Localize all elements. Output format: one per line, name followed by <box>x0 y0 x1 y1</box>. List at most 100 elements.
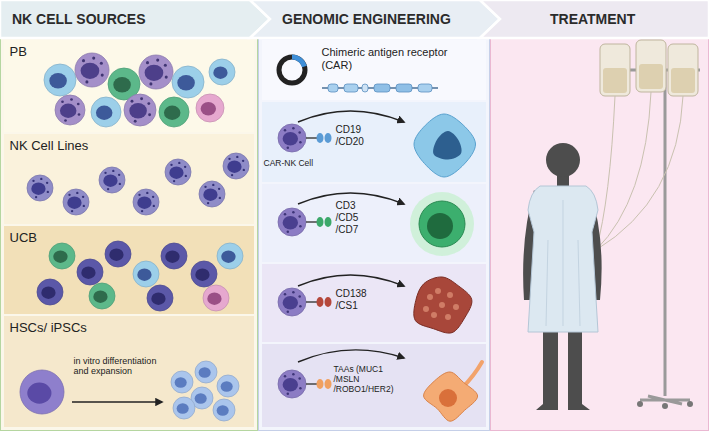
car-domain <box>328 84 338 92</box>
car-stalk <box>306 301 318 303</box>
cell-nucleus <box>53 250 67 262</box>
cell-body <box>195 361 217 383</box>
car-domain <box>325 297 332 307</box>
granule <box>236 156 238 158</box>
granule <box>134 120 137 123</box>
granule <box>101 74 104 77</box>
cell-body <box>223 153 249 179</box>
cell <box>44 64 76 96</box>
car-domain <box>325 133 332 143</box>
granule <box>147 102 150 105</box>
cell-body <box>278 208 306 236</box>
cell-nucleus <box>195 393 207 404</box>
granule <box>146 192 148 194</box>
cell <box>27 175 53 201</box>
granule <box>284 375 287 378</box>
tumor-target <box>424 372 478 421</box>
granule <box>77 103 80 106</box>
car-domain <box>325 217 332 227</box>
node-label: TAAs (MUC1 /MSLN /ROBO1/HER2) <box>334 364 404 395</box>
cell-nucleus <box>283 378 298 391</box>
granule <box>112 170 114 172</box>
granule <box>298 377 301 380</box>
cell <box>37 279 63 305</box>
granule <box>212 184 214 186</box>
cell <box>213 399 235 421</box>
granule <box>32 180 34 182</box>
cell-nucleus <box>81 63 100 79</box>
cell <box>217 243 243 269</box>
cell <box>217 375 239 397</box>
car-icon <box>279 55 438 93</box>
row-cd138 <box>278 275 472 333</box>
cell <box>89 283 115 309</box>
cell <box>55 95 85 125</box>
cell <box>196 94 224 122</box>
cell <box>147 285 173 311</box>
iv-base <box>640 396 690 404</box>
granule <box>85 80 88 83</box>
cell <box>278 124 306 152</box>
patient-legs <box>536 328 590 410</box>
granule <box>299 225 302 228</box>
node-label: CAR-NK Cell <box>264 158 324 168</box>
myeloma-texture <box>427 294 433 300</box>
infusion-bag-fluid <box>639 64 663 89</box>
cell <box>173 397 195 419</box>
patient-illustration <box>523 40 700 410</box>
cell-body <box>139 55 173 89</box>
cell <box>203 285 229 311</box>
granule <box>64 119 67 122</box>
cell <box>199 181 225 207</box>
cell <box>159 97 189 127</box>
car-domain <box>317 133 324 143</box>
iv-wheel <box>687 401 693 407</box>
cell-body <box>133 261 159 287</box>
tumor-nucleus <box>439 389 457 407</box>
node-label: NK Cell Lines <box>10 138 130 154</box>
granule <box>170 164 172 166</box>
granule <box>228 158 230 160</box>
stem-cell-differentiation <box>20 361 239 421</box>
cell-body <box>278 370 306 398</box>
granule <box>284 129 287 132</box>
cell <box>172 66 204 98</box>
cell <box>195 361 217 383</box>
cell-body <box>173 397 195 419</box>
granule <box>287 311 290 314</box>
granule <box>165 76 168 79</box>
cell <box>63 189 89 215</box>
cell-body <box>209 59 235 85</box>
granule <box>138 194 140 196</box>
granule <box>284 213 287 216</box>
cell <box>278 208 306 236</box>
granule <box>131 100 134 103</box>
cell-nucleus <box>283 132 298 145</box>
myeloma-texture <box>447 292 453 298</box>
granule <box>61 100 64 103</box>
granule <box>287 231 290 234</box>
header-chevrons <box>0 0 709 38</box>
granule <box>298 131 301 134</box>
b-cell-target <box>414 114 476 177</box>
cell-nucleus <box>165 250 179 262</box>
granule <box>173 180 175 182</box>
myeloma-texture <box>435 288 441 294</box>
granule <box>92 57 95 60</box>
cell-nucleus <box>283 216 298 229</box>
node-note: in vitro differentiation and expansion <box>74 356 166 378</box>
granule <box>298 215 301 218</box>
node-label: PB <box>10 44 70 60</box>
cell <box>124 94 156 126</box>
granule <box>141 210 143 212</box>
myeloma-texture <box>423 306 429 312</box>
node-label: CD138 /CS1 <box>336 288 378 312</box>
granule <box>68 194 70 196</box>
panel-heading: NK CELL SOURCES <box>12 11 232 28</box>
cell-body <box>105 241 131 267</box>
cell-body <box>91 97 121 127</box>
cell-nucleus <box>137 268 151 280</box>
granule <box>35 196 37 198</box>
targeting-arrow <box>298 111 404 122</box>
node-label: UCB <box>10 230 70 246</box>
